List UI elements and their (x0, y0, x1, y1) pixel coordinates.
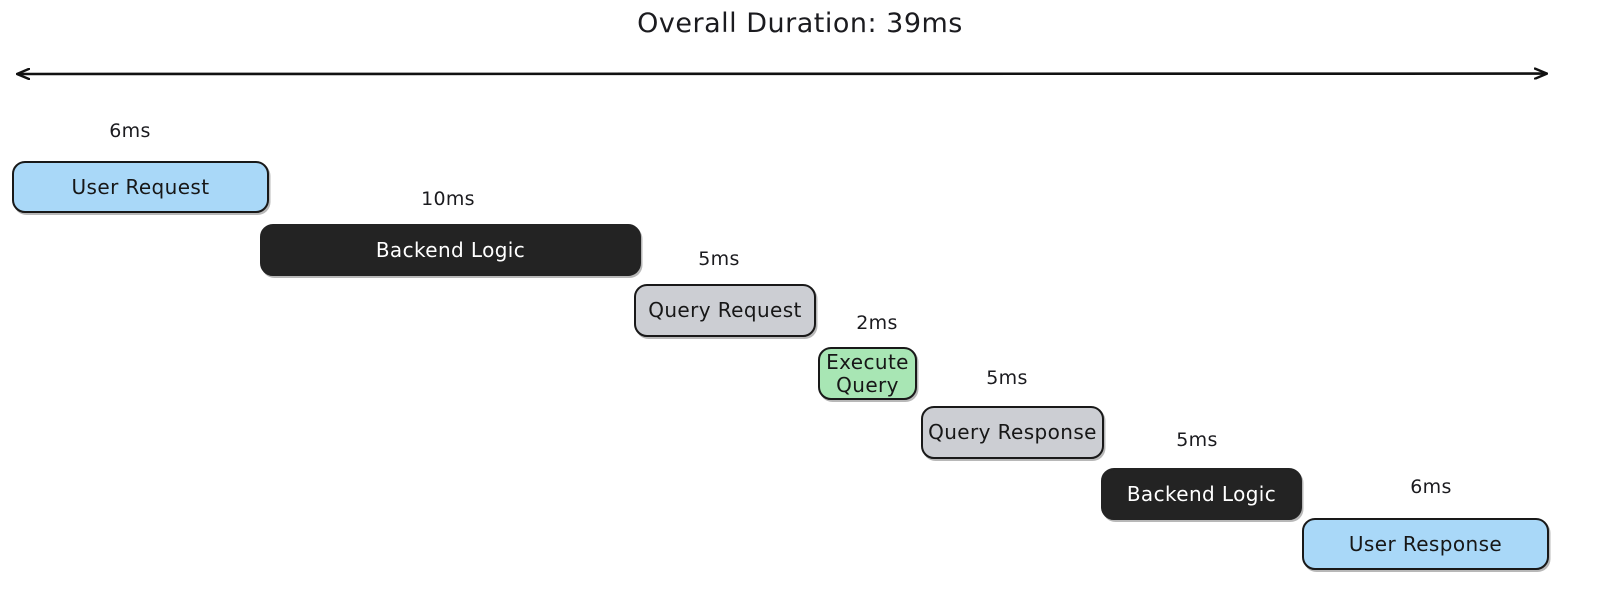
duration-label-user-response: 6ms (1410, 476, 1452, 498)
timeline-bar-label: Query Response (928, 420, 1097, 445)
timeline-bar-label-line2: Query (836, 372, 899, 397)
duration-label-execute-query: 2ms (856, 312, 898, 334)
timeline-bar-query-response[interactable]: Query Response (921, 406, 1104, 459)
timeline-bar-backend-logic-1[interactable]: Backend Logic (260, 224, 641, 276)
timeline-bar-user-request[interactable]: User Request (12, 161, 269, 213)
duration-label-backend-logic-1: 10ms (421, 188, 475, 210)
timeline-bar-label: User Request (71, 174, 210, 199)
duration-label-query-response: 5ms (986, 367, 1028, 389)
timeline-bar-user-response[interactable]: User Response (1302, 518, 1549, 570)
timeline-bar-label: Query Request (648, 298, 802, 323)
timeline-bar-execute-query[interactable]: Execute Query (818, 347, 917, 400)
timeline-bar-label-line1: Execute (826, 350, 909, 375)
duration-label-query-request: 5ms (698, 248, 740, 270)
timeline-bar-backend-logic-2[interactable]: Backend Logic (1101, 468, 1302, 520)
timeline-bar-label: Backend Logic (1126, 481, 1277, 506)
timeline-bar-label: User Response (1348, 531, 1503, 556)
duration-label-user-request: 6ms (109, 120, 151, 142)
duration-label-backend-logic-2: 5ms (1176, 429, 1218, 451)
duration-axis-arrow (0, 52, 1600, 96)
page-title: Overall Duration: 39ms (637, 8, 963, 39)
timeline-bar-query-request[interactable]: Query Request (634, 284, 816, 337)
timeline-bar-label: Backend Logic (375, 237, 526, 262)
